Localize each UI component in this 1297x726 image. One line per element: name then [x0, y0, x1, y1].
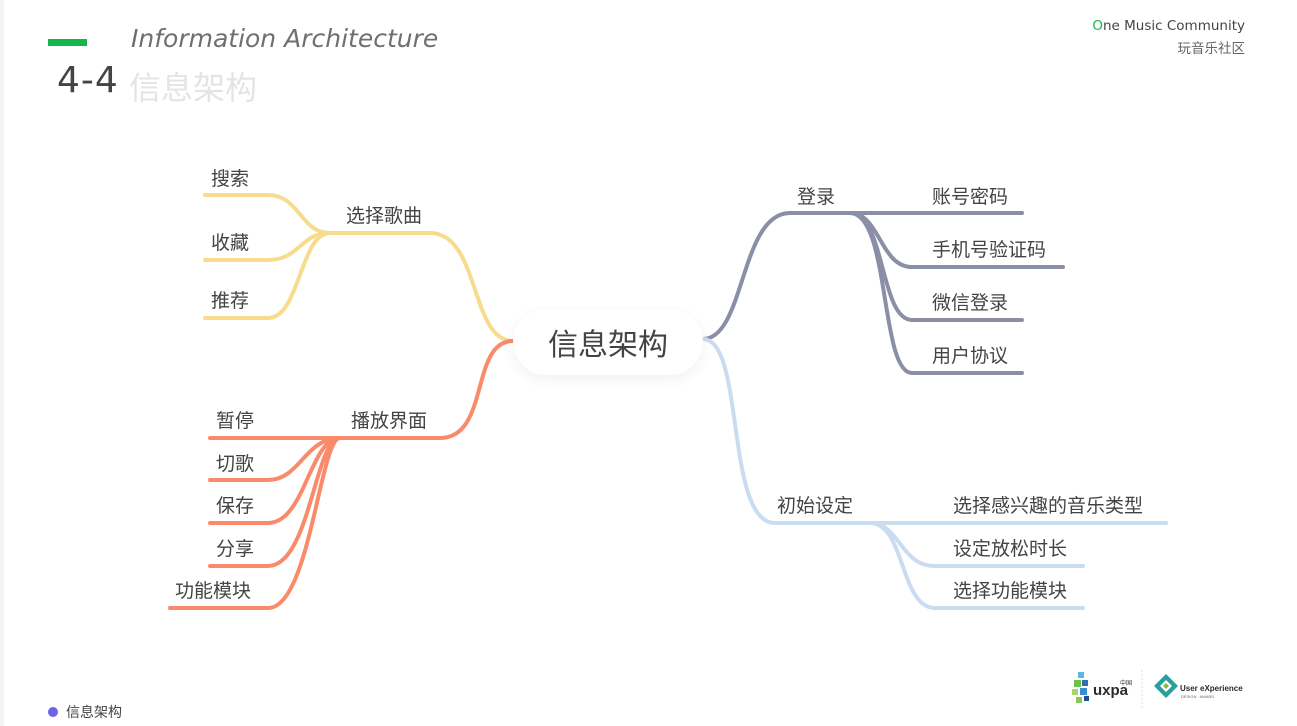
legend-label: 信息架构 [66, 705, 122, 721]
node-favorite: 收藏 [211, 232, 250, 254]
node-player: 播放界面 [351, 410, 428, 432]
connector-login-agreement [848, 211, 1024, 375]
uxpa-logo-text: uxpa [1093, 682, 1129, 699]
section-subtitle-en: Information Architecture [131, 24, 439, 53]
ux-award-line2: DESIGN · AWARD [1181, 694, 1214, 699]
node-phone-code: 手机号验证码 [932, 239, 1047, 261]
connector-select-song-recommend [203, 231, 332, 320]
node-choose-modules: 选择功能模块 [953, 580, 1068, 602]
connector-player-modules [168, 436, 342, 610]
connector-center-player [338, 339, 515, 440]
left-edge-strip [0, 0, 4, 726]
brand-initial: O [1092, 18, 1103, 34]
branch-player-lines [168, 339, 515, 610]
connector-player-next [208, 436, 342, 482]
connector-center-login [701, 211, 852, 341]
uxpa-logo: uxpa 中国 [1072, 672, 1132, 703]
connector-center-initial [701, 337, 872, 525]
ux-award-line1: User eXperience [1180, 684, 1243, 693]
node-initial-settings: 初始设定 [777, 495, 854, 517]
node-share: 分享 [216, 538, 255, 560]
connector-center-select-song [328, 231, 515, 343]
node-music-genre: 选择感兴趣的音乐类型 [953, 495, 1144, 517]
footer-logos: uxpa 中国 User eXperience DESIGN · AWARD [1072, 670, 1243, 708]
node-pause: 暂停 [216, 410, 255, 432]
brand-block: One Music Community 玩音乐社区 [1092, 18, 1245, 57]
node-next-song: 切歌 [216, 453, 255, 475]
node-relax-duration: 设定放松时长 [953, 538, 1068, 560]
node-select-song: 选择歌曲 [346, 205, 423, 227]
connector-player-save [208, 436, 342, 525]
brand-name-cn: 玩音乐社区 [1177, 41, 1246, 57]
node-recommend: 推荐 [211, 290, 250, 312]
title-accent-bar [48, 39, 87, 46]
branch-select-song-lines [203, 193, 515, 343]
node-user-agreement: 用户协议 [932, 345, 1009, 367]
node-login: 登录 [797, 186, 836, 208]
branch-initial-lines [701, 337, 1168, 610]
ux-award-logo: User eXperience DESIGN · AWARD [1154, 674, 1243, 699]
uxpa-logo-sup: 中国 [1120, 679, 1132, 687]
node-wechat-login: 微信登录 [932, 292, 1009, 314]
node-save: 保存 [216, 495, 255, 517]
mindmap-center-node: 信息架构 [513, 309, 703, 375]
section-number: 4-4 [57, 60, 119, 101]
brand-name-en: One Music Community [1092, 18, 1245, 34]
branch-login-lines [701, 211, 1065, 375]
node-search: 搜索 [211, 168, 250, 190]
legend-dot-icon [48, 707, 58, 717]
connector-initial-modules [868, 521, 1085, 610]
connector-player-share [208, 436, 342, 568]
footer-legend: 信息架构 [48, 702, 122, 722]
node-account-password: 账号密码 [932, 186, 1009, 208]
connector-select-song-search [203, 193, 332, 235]
node-function-modules: 功能模块 [175, 580, 252, 602]
section-title: 信息架构 [129, 69, 258, 107]
brand-name-rest: ne Music Community [1103, 18, 1245, 34]
